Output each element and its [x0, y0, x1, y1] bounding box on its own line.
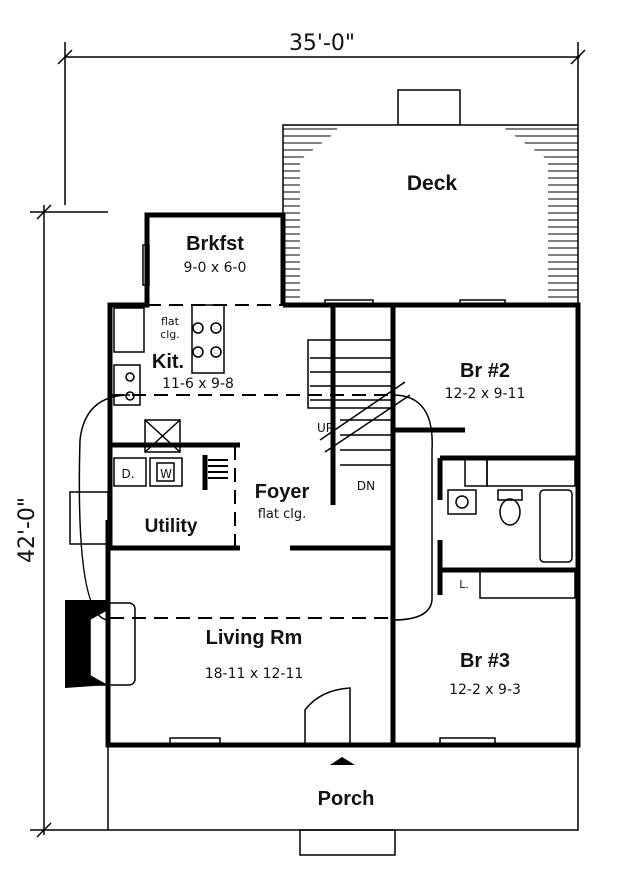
dryer-label: D. [121, 467, 134, 481]
linen-label: L. [459, 578, 469, 591]
windows [142, 244, 506, 745]
deck-label: Deck [407, 172, 458, 195]
living-size: 18-11 x 12-11 [205, 666, 304, 682]
kitchen-note-1: flat [161, 315, 180, 328]
br3-size: 12-2 x 9-3 [449, 682, 521, 698]
utility-label: Utility [145, 516, 198, 537]
porch-label: Porch [318, 788, 375, 810]
foyer-note: flat clg. [258, 507, 307, 522]
deck: Deck [282, 89, 579, 306]
living-label: Living Rm [206, 627, 303, 649]
washer-label: W [160, 467, 172, 481]
stairs-down-label: DN [357, 479, 375, 493]
kitchen-label: Kit. [152, 351, 184, 373]
staircase: UP DN [307, 339, 411, 493]
foyer-label: Foyer [255, 481, 310, 503]
fireplace [65, 600, 136, 688]
side-steps [69, 491, 109, 545]
porch [107, 744, 579, 856]
kitchen-size: 11-6 x 9-8 [162, 376, 234, 392]
br2-size: 12-2 x 9-11 [445, 386, 526, 402]
kitchen-note-2: clg. [160, 328, 180, 341]
room-labels: Brkfst 9-0 x 6-0 flat clg. Kit. 11-6 x 9… [145, 233, 526, 810]
dimension-depth: 42'-0" [15, 204, 108, 838]
brkfst-size: 9-0 x 6-0 [184, 260, 247, 276]
dimension-width: 35'-0" [57, 31, 586, 205]
stairs-up-label: UP [317, 421, 333, 435]
br2-label: Br #2 [460, 360, 510, 382]
stair-corner [304, 687, 351, 746]
width-label: 35'-0" [289, 31, 355, 56]
kitchen-fixtures: D. W [113, 304, 228, 487]
depth-label: 42'-0" [15, 497, 40, 563]
bathroom: L. [447, 457, 576, 599]
brkfst-label: Brkfst [186, 233, 244, 255]
br3-label: Br #3 [460, 650, 510, 672]
